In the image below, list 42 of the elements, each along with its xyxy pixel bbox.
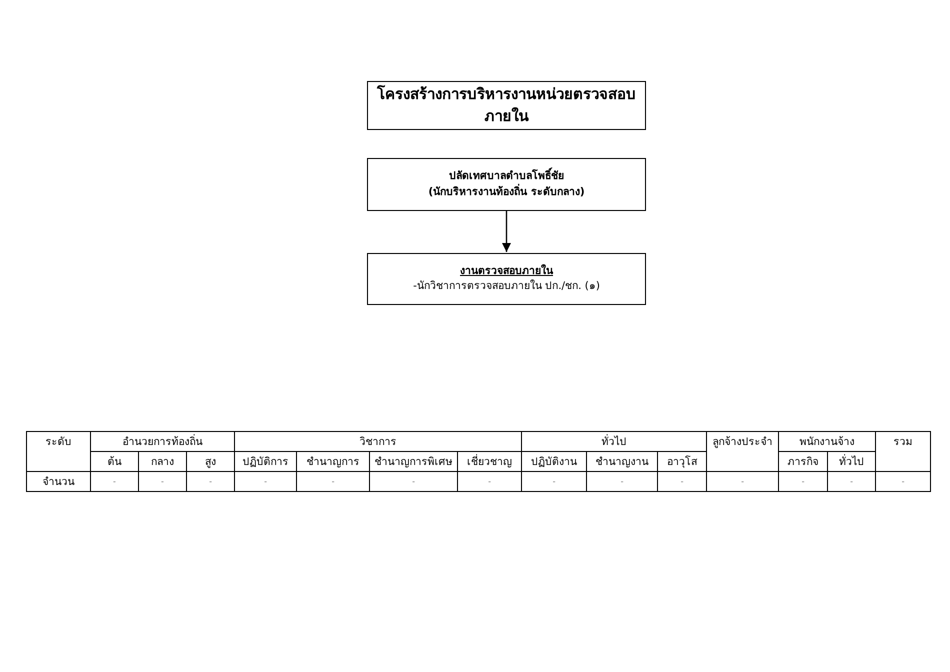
box-text: -นักวิชาการตรวจสอบภายใน ปก./ชก. (๑) [413, 279, 600, 294]
arrow [502, 211, 512, 252]
org-box [367, 253, 646, 305]
box-heading: งานตรวจสอบภายใน [460, 264, 553, 279]
table-header-cell: ต้น [90, 452, 138, 472]
table-header-cell: พนักงานจ้าง [778, 432, 876, 452]
table-cell: - [186, 472, 235, 492]
title-box [367, 81, 646, 130]
table-header-cell: วิชาการ [234, 432, 522, 452]
table-header-cell: เชี่ยวชาญ [458, 452, 522, 472]
table-cell: - [90, 472, 138, 492]
table-header-cell: ระดับ [26, 432, 90, 472]
table-header-cell: ทั่วไป [522, 432, 707, 452]
table-header-cell: ภารกิจ [778, 452, 828, 472]
org-box [367, 158, 646, 211]
table-header-cell: ปฏิบัติการ [234, 452, 297, 472]
table-cell: - [296, 472, 370, 492]
table-header-cell: กลาง [138, 452, 186, 472]
box-text: (นักบริหารงานท้องถิ่น ระดับกลาง) [428, 184, 585, 200]
table-header-cell: ทั่วไป [828, 452, 876, 472]
chart-title: โครงสร้างการบริหารงานหน่วยตรวจสอบภายใน [376, 84, 637, 126]
table-header-cell: ปฏิบัติงาน [522, 452, 587, 472]
table-cell: - [828, 472, 876, 492]
table-cell: - [234, 472, 297, 492]
table-header-cell: ชำนาญงาน [586, 452, 658, 472]
table-cell: - [876, 472, 931, 492]
table-cell: - [658, 472, 707, 492]
table-cell: - [778, 472, 828, 492]
box-text: ปลัดเทศบาลตำบลโพธิ์ชัย [449, 169, 564, 184]
table-cell: - [586, 472, 658, 492]
table-cell: - [706, 472, 779, 492]
table-header-cell: ชำนาญการ [296, 452, 370, 472]
table-cell: - [138, 472, 186, 492]
table-header-cell: ชำนาญการพิเศษ [370, 452, 458, 472]
table-header-cell: รวม [876, 432, 931, 472]
table-cell: - [458, 472, 522, 492]
table-cell: - [370, 472, 458, 492]
table-header-cell: ลูกจ้างประจำ [706, 432, 779, 472]
row-header-cell: จำนวน [26, 472, 90, 492]
table-header-cell: อำนวยการท้องถิ่น [90, 432, 235, 452]
table-header-cell: สูง [186, 452, 235, 472]
table-cell: - [522, 472, 587, 492]
